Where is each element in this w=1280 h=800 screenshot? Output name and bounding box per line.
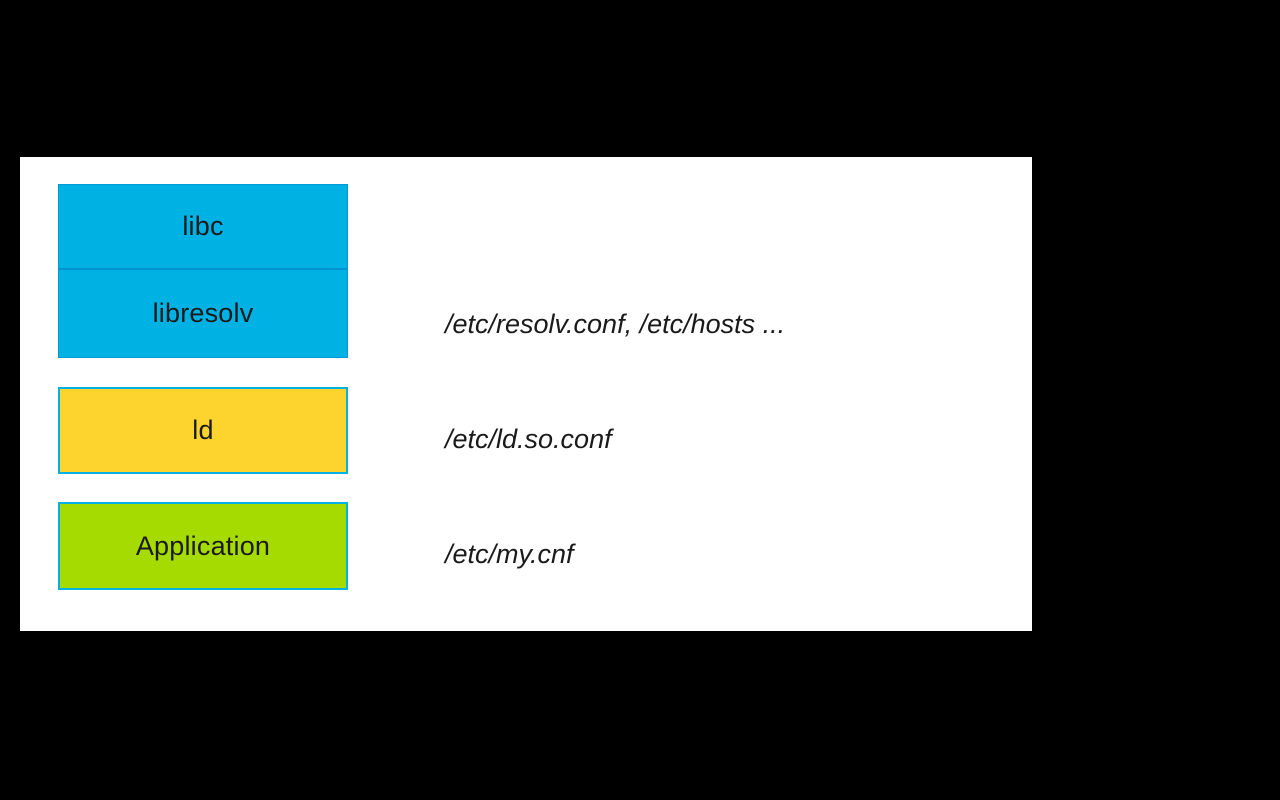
box-libresolv: libresolv [59,270,347,357]
annotation-my-cnf: /etc/my.cnf [445,539,574,569]
box-ld-label: ld [192,415,214,445]
slide-canvas: libc libresolv ld Application /etc/resol… [20,157,1032,631]
box-libresolv-label: libresolv [152,298,254,328]
box-ld: ld [58,387,348,474]
box-libc-label: libc [182,211,224,241]
libc-libresolv-stack: libc libresolv [58,184,348,358]
annotation-resolv-conf: /etc/resolv.conf, /etc/hosts ... [445,309,786,339]
box-application-label: Application [135,530,271,561]
box-libc: libc [59,185,347,270]
box-application: Application [58,502,348,590]
annotation-ld-so-conf: /etc/ld.so.conf [445,424,612,454]
